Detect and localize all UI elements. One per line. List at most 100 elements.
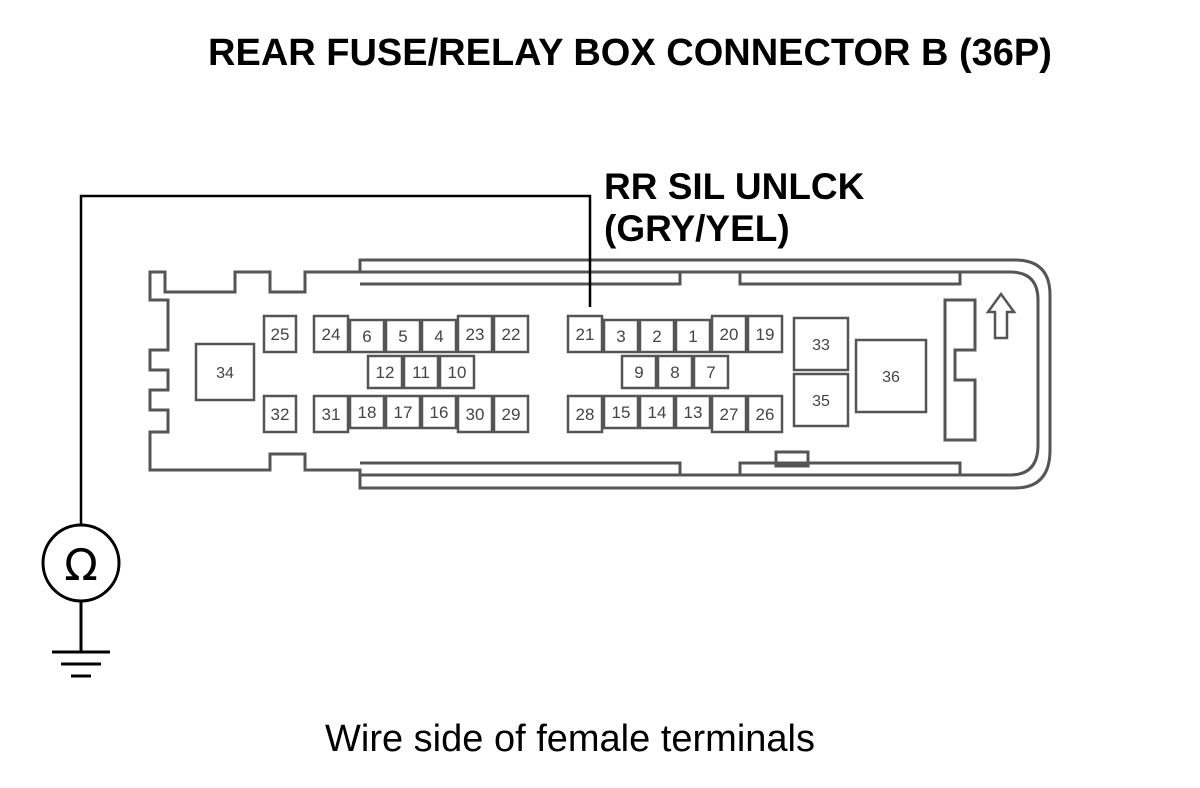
terminal-36: 36 bbox=[854, 338, 928, 414]
terminal-25: 25 bbox=[262, 314, 298, 354]
wire-color: (GRY/YEL) bbox=[604, 208, 790, 249]
terminal-cavity bbox=[746, 314, 784, 354]
terminal-cavity bbox=[710, 394, 748, 434]
terminal-16: 16 bbox=[420, 394, 458, 430]
terminal-11: 11 bbox=[402, 354, 440, 390]
terminal-cavity bbox=[602, 394, 640, 430]
terminal-10: 10 bbox=[438, 354, 476, 390]
terminal-number: 8 bbox=[670, 363, 679, 382]
ground-icon bbox=[52, 601, 110, 678]
terminal-cavity bbox=[792, 372, 850, 428]
terminal-number: 12 bbox=[376, 363, 395, 382]
terminal-number: 1 bbox=[688, 327, 697, 346]
terminal-33: 33 bbox=[792, 316, 850, 372]
arrow-up-icon bbox=[985, 291, 1017, 340]
terminal-12: 12 bbox=[366, 354, 404, 390]
terminal-number: 27 bbox=[720, 405, 739, 424]
terminal-number: 32 bbox=[271, 405, 290, 424]
terminal-number: 17 bbox=[394, 403, 413, 422]
terminal-number: 21 bbox=[576, 325, 595, 344]
terminal-26: 26 bbox=[746, 394, 784, 434]
terminal-4: 4 bbox=[420, 318, 458, 354]
terminal-number: 18 bbox=[358, 403, 377, 422]
terminal-number: 28 bbox=[576, 405, 595, 424]
diagram-title: REAR FUSE/RELAY BOX CONNECTOR B (36P) bbox=[208, 32, 1052, 74]
terminal-number: 30 bbox=[466, 405, 485, 424]
terminal-31: 31 bbox=[312, 394, 350, 434]
terminal-22: 22 bbox=[492, 314, 530, 354]
diagram-caption: Wire side of female terminals bbox=[325, 718, 815, 760]
terminal-14: 14 bbox=[638, 394, 676, 430]
terminal-3: 3 bbox=[602, 318, 640, 354]
terminal-cavity bbox=[602, 318, 640, 354]
terminal-cavity bbox=[438, 354, 476, 390]
terminal-number: 31 bbox=[322, 405, 341, 424]
terminal-number: 20 bbox=[720, 325, 739, 344]
terminal-cavity bbox=[854, 338, 928, 414]
terminal-cavity bbox=[456, 394, 494, 434]
terminal-number: 9 bbox=[634, 363, 643, 382]
terminal-34: 34 bbox=[194, 342, 256, 402]
ohmmeter-icon: Ω bbox=[41, 523, 121, 603]
terminal-cavity bbox=[194, 342, 256, 402]
terminal-30: 30 bbox=[456, 394, 494, 434]
terminal-grid: 1234567891011121314151617181920212223242… bbox=[194, 314, 928, 434]
terminal-19: 19 bbox=[746, 314, 784, 354]
terminal-cavity bbox=[420, 394, 458, 430]
terminal-2: 2 bbox=[638, 318, 676, 354]
terminal-number: 26 bbox=[756, 405, 775, 424]
terminal-number: 22 bbox=[502, 325, 521, 344]
terminal-cavity bbox=[384, 318, 422, 354]
terminal-15: 15 bbox=[602, 394, 640, 430]
terminal-9: 9 bbox=[620, 354, 658, 390]
terminal-cavity bbox=[420, 318, 458, 354]
terminal-number: 34 bbox=[216, 365, 234, 382]
terminal-number: 33 bbox=[812, 337, 830, 354]
terminal-cavity bbox=[456, 314, 494, 354]
terminal-cavity bbox=[674, 394, 712, 430]
terminal-cavity bbox=[656, 354, 694, 390]
terminal-cavity bbox=[638, 394, 676, 430]
connector-housing bbox=[148, 258, 1052, 490]
ohm-symbol: Ω bbox=[64, 540, 98, 591]
terminal-32: 32 bbox=[262, 394, 298, 434]
terminal-cavity bbox=[384, 394, 422, 430]
terminal-cavity bbox=[348, 394, 386, 430]
probe-wire bbox=[79, 194, 592, 524]
terminal-1: 1 bbox=[674, 318, 712, 354]
terminal-cavity bbox=[674, 318, 712, 354]
terminal-number: 15 bbox=[612, 403, 631, 422]
terminal-8: 8 bbox=[656, 354, 694, 390]
terminal-6: 6 bbox=[348, 318, 386, 354]
terminal-cavity bbox=[620, 354, 658, 390]
terminal-number: 5 bbox=[398, 327, 407, 346]
terminal-cavity bbox=[312, 394, 350, 434]
terminal-number: 2 bbox=[652, 327, 661, 346]
terminal-cavity bbox=[348, 318, 386, 354]
terminal-24: 24 bbox=[312, 314, 350, 354]
terminal-number: 4 bbox=[434, 327, 443, 346]
terminal-number: 23 bbox=[466, 325, 485, 344]
terminal-20: 20 bbox=[710, 314, 748, 354]
terminal-number: 7 bbox=[706, 363, 715, 382]
terminal-number: 10 bbox=[448, 363, 467, 382]
wire-name: RR SIL UNLCK bbox=[604, 166, 865, 207]
terminal-number: 24 bbox=[322, 325, 341, 344]
terminal-27: 27 bbox=[710, 394, 748, 434]
terminal-13: 13 bbox=[674, 394, 712, 430]
terminal-number: 14 bbox=[648, 403, 667, 422]
terminal-cavity bbox=[312, 314, 350, 354]
terminal-cavity bbox=[402, 354, 440, 390]
terminal-number: 11 bbox=[412, 363, 430, 382]
terminal-35: 35 bbox=[792, 372, 850, 428]
terminal-number: 19 bbox=[756, 325, 775, 344]
terminal-23: 23 bbox=[456, 314, 494, 354]
terminal-number: 35 bbox=[812, 393, 830, 410]
terminal-number: 13 bbox=[684, 403, 703, 422]
terminal-cavity bbox=[566, 314, 604, 354]
terminal-17: 17 bbox=[384, 394, 422, 430]
terminal-cavity bbox=[692, 354, 730, 390]
terminal-number: 29 bbox=[502, 405, 521, 424]
terminal-cavity bbox=[492, 314, 530, 354]
terminal-5: 5 bbox=[384, 318, 422, 354]
